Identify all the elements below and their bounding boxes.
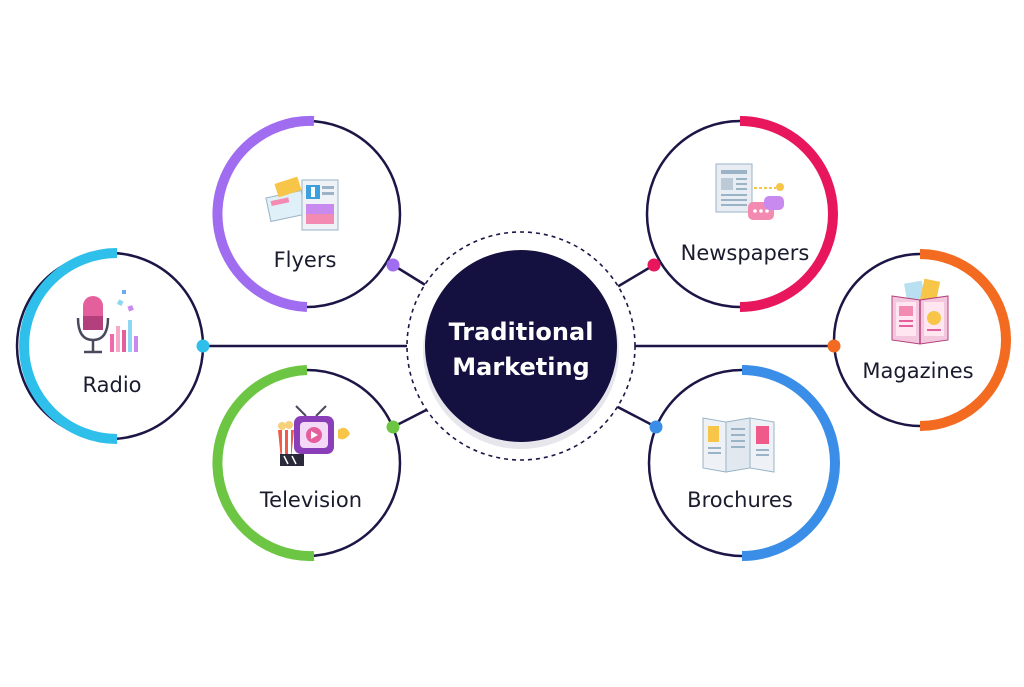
node-newspapers-label: Newspapers: [681, 241, 810, 265]
node-magazines-label: Magazines: [862, 359, 973, 383]
node-television: Television: [212, 365, 402, 562]
node-brochures-arc: [741, 365, 840, 561]
node-brochures: Brochures: [647, 365, 840, 561]
flyer-icon: [265, 176, 339, 231]
connector-newspapers: [611, 263, 655, 292]
node-newspapers-arc: [739, 116, 838, 312]
node-newspapers-dot: [647, 258, 661, 272]
television-icon: [278, 405, 350, 466]
node-radio: Radio: [15, 248, 210, 444]
magazine-icon: [891, 278, 949, 345]
node-radio-arc: [19, 248, 118, 444]
node-television-label: Television: [259, 488, 362, 512]
node-magazines-dot: [827, 339, 841, 353]
newspaper-icon: [715, 163, 784, 220]
node-brochures-label: Brochures: [687, 488, 793, 512]
brochure-icon: [702, 417, 775, 473]
node-flyers-arc: [212, 115, 315, 312]
microphone-icon: [76, 290, 138, 354]
connector-brochures: [611, 402, 657, 429]
center-hub: Traditional Marketing: [406, 231, 636, 461]
node-flyers-dot: [386, 258, 400, 272]
node-brochures-dot: [649, 420, 663, 434]
node-television-arc: [212, 365, 315, 562]
node-radio-dot: [196, 339, 210, 353]
center-title-line2: Marketing: [452, 353, 589, 381]
connectors: [203, 263, 834, 429]
center-circle: [425, 250, 617, 442]
node-magazines-arc: [919, 249, 1011, 431]
node-magazines: Magazines: [827, 249, 1011, 431]
node-flyers-label: Flyers: [274, 248, 337, 272]
node-flyers: Flyers: [212, 115, 402, 312]
node-newspapers: Newspapers: [645, 116, 838, 312]
node-radio-label: Radio: [82, 373, 141, 397]
center-title-line1: Traditional: [449, 318, 594, 346]
node-television-dot: [386, 420, 400, 434]
